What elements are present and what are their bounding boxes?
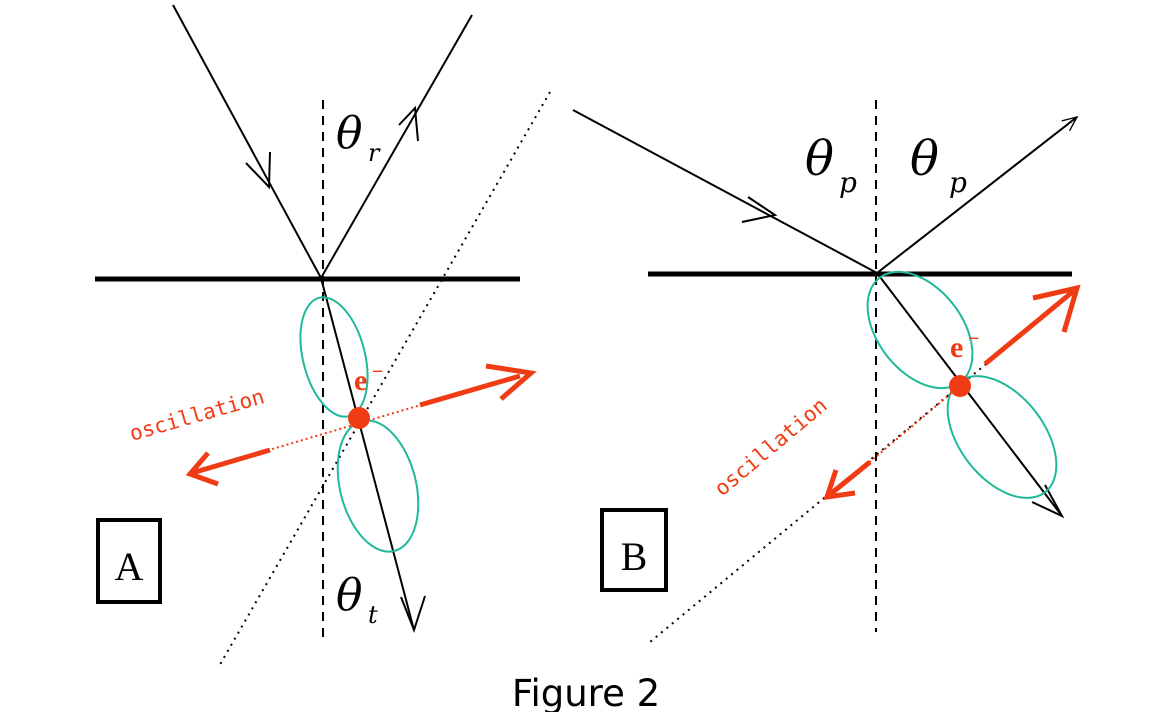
incident-ray-b-arrow: [741, 196, 778, 223]
oscillation-arrowhead-a-left: [185, 451, 219, 487]
theta-r-subscript: r: [368, 139, 381, 167]
panel-a: e − oscillation θ r θ t A: [95, 4, 551, 669]
panel-b-label-box: [600, 508, 668, 592]
oscillation-arrow-a-right: [419, 373, 521, 408]
oscillation-arrowhead-b-lower: [823, 469, 856, 501]
oscillation-arrowhead-a-right: [485, 363, 537, 401]
electron-a: [348, 407, 370, 429]
theta-p-left-symbol: θ: [805, 131, 834, 187]
oscillation-label-b: oscillation: [710, 393, 832, 501]
incident-ray-a: [172, 4, 322, 279]
transmitted-ray-a-arrow: [400, 595, 426, 633]
oscillation-arrow-b-lower: [826, 460, 872, 498]
transmitted-ray-b-arrow: [1031, 484, 1065, 519]
incident-ray-a-arrow: [245, 151, 271, 190]
oscillation-arrow-a-left: [191, 447, 271, 476]
theta-r-symbol: θ: [336, 108, 363, 159]
oscillation-arrowhead-b-upper: [1032, 284, 1081, 333]
theta-p-right-subscript: p: [949, 166, 967, 199]
dipole-lobe-a-upper: [299, 296, 369, 418]
dipole-lobe-a-lower: [336, 419, 420, 553]
panel-b: e − oscillation θ p θ p B: [572, 100, 1081, 643]
panel-b-label: B: [621, 534, 648, 579]
oscillation-arrow-b-upper: [983, 287, 1078, 366]
panel-a-label-box: [96, 518, 162, 604]
reflected-ray-a: [320, 14, 473, 279]
electron-b: [949, 375, 971, 397]
figure-caption: Figure 2: [512, 672, 660, 712]
electron-charge-a: −: [372, 361, 383, 383]
panel-a-label: A: [115, 544, 144, 589]
reflected-ray-a-arrow: [398, 105, 419, 142]
dotted-oblique-line-a: [217, 91, 551, 669]
theta-p-left-subscript: p: [839, 166, 857, 199]
electron-label-b: e: [950, 331, 963, 364]
oscillation-label-a: oscillation: [127, 384, 267, 445]
electron-label-a: e: [354, 364, 367, 397]
incident-ray-b: [572, 109, 878, 274]
transmitted-ray-a: [320, 277, 415, 631]
theta-p-right-symbol: θ: [910, 131, 939, 187]
theta-t-symbol: θ: [336, 570, 363, 621]
reflected-ray-b: [876, 115, 1079, 274]
electron-charge-b: −: [968, 328, 979, 350]
transmitted-ray-b: [876, 272, 1063, 517]
theta-t-subscript: t: [368, 601, 378, 629]
